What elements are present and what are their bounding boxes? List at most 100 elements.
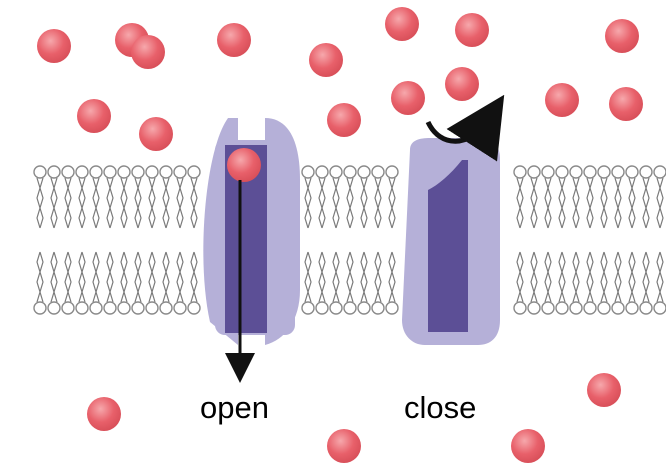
ion — [391, 81, 425, 115]
ion — [545, 83, 579, 117]
lipid-head — [146, 302, 158, 314]
lipid-head — [188, 302, 200, 314]
lipid-head — [542, 302, 554, 314]
lipid-head — [132, 166, 144, 178]
lipid-tail — [559, 178, 565, 228]
lipid-tail — [573, 178, 579, 228]
lipid-head — [556, 302, 568, 314]
lipid-tail — [177, 252, 183, 302]
lipid-head — [316, 166, 328, 178]
lipid-tail — [573, 252, 579, 302]
lipid-tail — [149, 178, 155, 228]
ion — [511, 429, 545, 463]
lipid-head — [640, 302, 652, 314]
lipid-tail — [93, 252, 99, 302]
ion — [327, 429, 361, 463]
ion — [327, 103, 361, 137]
lipid-tail — [531, 178, 537, 228]
lipid-head — [612, 166, 624, 178]
lipid-head — [372, 302, 384, 314]
lipid-tail — [333, 178, 339, 228]
lipid-head — [358, 302, 370, 314]
ion — [609, 87, 643, 121]
lipid-head — [528, 302, 540, 314]
lipid-head — [62, 166, 74, 178]
lipid-tail — [347, 252, 353, 302]
lipid-tail — [601, 252, 607, 302]
lipid-tail — [135, 252, 141, 302]
lipid-head — [626, 302, 638, 314]
lipid-head — [358, 166, 370, 178]
lipid-bilayer-middle — [302, 166, 398, 314]
lipid-tail — [615, 252, 621, 302]
lipid-tail — [163, 178, 169, 228]
lipid-tail — [375, 252, 381, 302]
lipid-head — [132, 302, 144, 314]
lipid-tail — [389, 178, 395, 228]
lipid-tail — [347, 178, 353, 228]
lipid-head — [104, 166, 116, 178]
close-label: close — [404, 390, 476, 426]
lipid-tail — [135, 178, 141, 228]
lipid-tail — [361, 178, 367, 228]
lipid-head — [76, 302, 88, 314]
ion — [309, 43, 343, 77]
lipid-tail — [559, 252, 565, 302]
lipid-tail — [319, 178, 325, 228]
lipid-head — [598, 302, 610, 314]
lipid-tail — [149, 252, 155, 302]
lipid-head — [584, 166, 596, 178]
lipid-head — [62, 302, 74, 314]
lipid-head — [386, 166, 398, 178]
open-channel — [203, 118, 300, 368]
lipid-head — [330, 166, 342, 178]
ion — [87, 397, 121, 431]
lipid-tail — [37, 178, 43, 228]
lipid-head — [316, 302, 328, 314]
lipid-tail — [545, 252, 551, 302]
lipid-head — [302, 302, 314, 314]
lipid-tail — [93, 178, 99, 228]
ion — [605, 19, 639, 53]
lipid-head — [118, 166, 130, 178]
lipid-tail — [37, 252, 43, 302]
lipid-head — [90, 302, 102, 314]
lipid-head — [514, 166, 526, 178]
lipid-head — [528, 166, 540, 178]
lipid-tail — [79, 252, 85, 302]
lipid-tail — [333, 252, 339, 302]
open-label: open — [200, 390, 269, 426]
lipid-tail — [517, 252, 523, 302]
lipid-head — [640, 166, 652, 178]
lipid-head — [48, 166, 60, 178]
lipid-tail — [361, 252, 367, 302]
lipid-head — [570, 302, 582, 314]
lipid-head — [104, 302, 116, 314]
lipid-tail — [657, 252, 663, 302]
lipid-tail — [629, 252, 635, 302]
lipid-tail — [177, 178, 183, 228]
lipid-head — [48, 302, 60, 314]
lipid-tail — [517, 178, 523, 228]
lipid-head — [160, 166, 172, 178]
lipid-head — [174, 166, 186, 178]
ion — [385, 7, 419, 41]
lipid-head — [344, 166, 356, 178]
lipid-tail — [629, 178, 635, 228]
lipid-bilayer-right — [514, 166, 666, 314]
lipid-head — [654, 302, 666, 314]
ion — [455, 13, 489, 47]
closed-channel — [402, 120, 500, 345]
lipid-tail — [51, 178, 57, 228]
lipid-head — [302, 166, 314, 178]
lipid-tail — [643, 178, 649, 228]
lipid-tail — [305, 178, 311, 228]
lipid-head — [514, 302, 526, 314]
lipid-head — [330, 302, 342, 314]
lipid-tail — [319, 252, 325, 302]
lipid-head — [386, 302, 398, 314]
lipid-tail — [107, 178, 113, 228]
lipid-head — [372, 166, 384, 178]
